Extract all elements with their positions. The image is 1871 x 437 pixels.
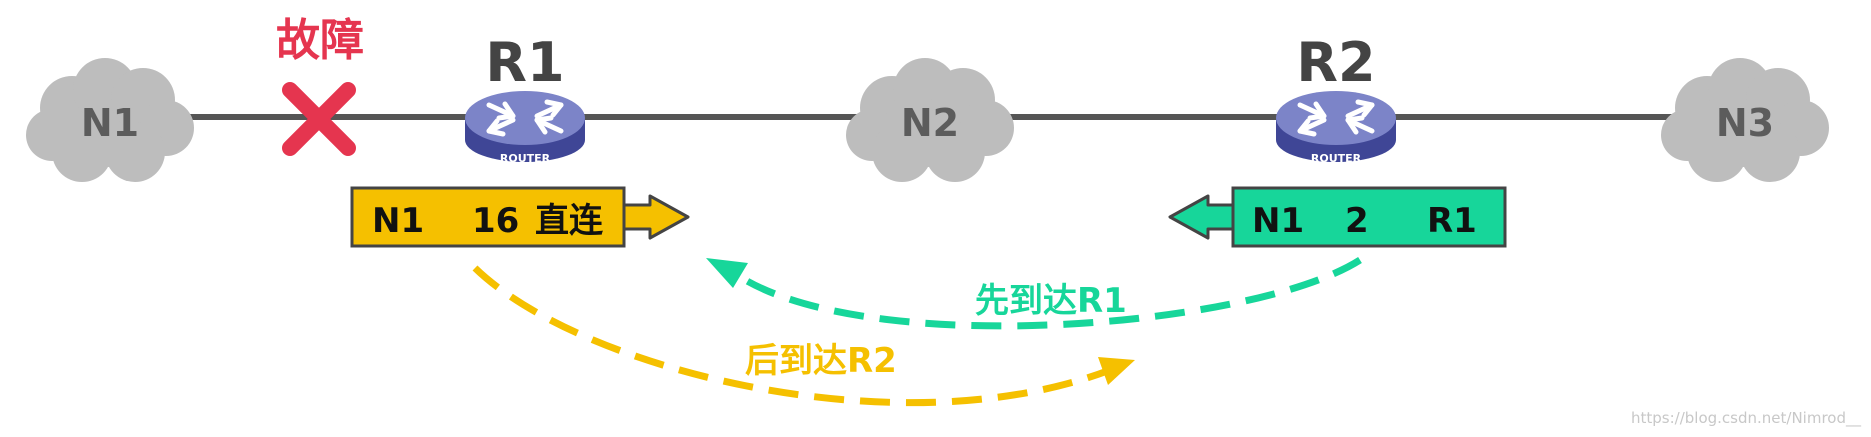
fault-label: 故障 <box>276 15 364 66</box>
route-entry-r1: N1 16 直连 <box>350 186 690 248</box>
cloud-n3-label: N3 <box>1716 101 1774 145</box>
route-r1-network: N1 <box>372 201 424 241</box>
fault-marker: 故障 <box>276 15 364 156</box>
arrowhead-green-icon <box>706 258 748 288</box>
cloud-n2-label: N2 <box>901 101 959 145</box>
route-r2-distance: 2 <box>1345 201 1369 241</box>
update-arrow-r2-to-r1: 先到达R1 <box>706 257 1362 330</box>
route-r1-distance: 16 <box>472 201 519 241</box>
route-r2-next-hop: R1 <box>1427 201 1477 241</box>
arrowhead-yellow-icon <box>1098 357 1135 385</box>
router-r1-badge: ROUTER <box>500 152 551 165</box>
router-r1: R1 ROUTER <box>465 31 585 165</box>
cloud-icon <box>846 58 1014 182</box>
cloud-icon <box>1661 58 1829 182</box>
router-r2-name: R2 <box>1296 31 1375 94</box>
cloud-n1: N1 <box>26 58 194 182</box>
cloud-n3: N3 <box>1661 58 1829 182</box>
router-r1-name: R1 <box>485 31 564 94</box>
router-icon: ROUTER <box>465 91 585 165</box>
arrow-right-icon <box>622 194 690 240</box>
cloud-icon <box>26 58 194 182</box>
router-icon: ROUTER <box>1276 91 1396 165</box>
route-entry-r2: N1 2 R1 <box>1168 186 1507 248</box>
dashed-arc-green <box>727 257 1362 330</box>
update-arrow-r1-to-r2: 后到达R2 <box>472 265 1135 407</box>
watermark: https://blog.csdn.net/Nimrod__ <box>1631 409 1861 427</box>
router-r2-badge: ROUTER <box>1311 152 1362 165</box>
route-r2-network: N1 <box>1252 201 1304 241</box>
arrow-left-icon <box>1168 194 1235 240</box>
route-r1-next-hop: 直连 <box>535 201 604 241</box>
annotation-first-arrive: 先到达R1 <box>975 281 1127 321</box>
cloud-n1-label: N1 <box>81 101 139 145</box>
route-entry-r2-box <box>1231 186 1507 248</box>
cloud-n2: N2 <box>846 58 1014 182</box>
annotation-later-arrive: 后到达R2 <box>745 341 897 381</box>
router-r2: R2 ROUTER <box>1276 31 1396 165</box>
dashed-arc-yellow <box>472 265 1112 407</box>
cross-icon <box>282 82 356 156</box>
